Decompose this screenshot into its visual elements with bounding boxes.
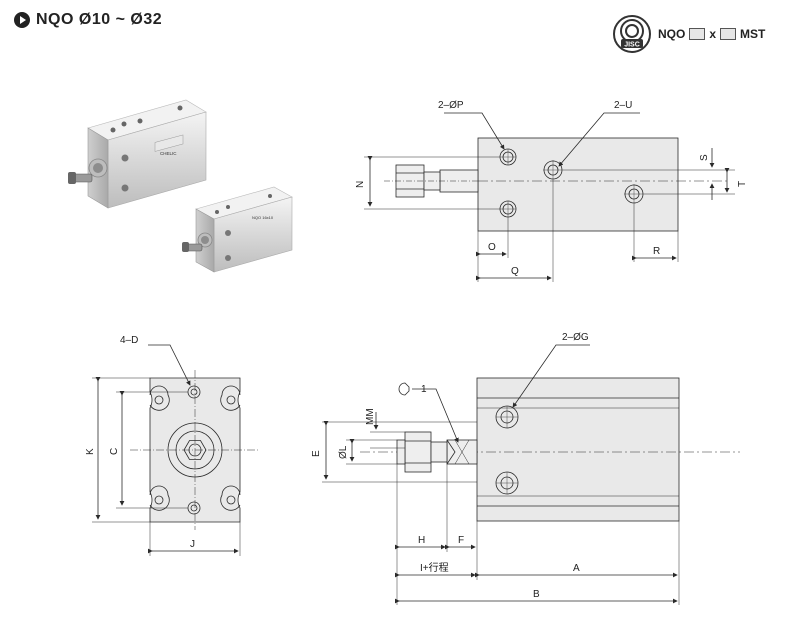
photo-label-small: NQO 16x10: [252, 215, 274, 220]
order-box-1: [689, 28, 706, 40]
jisc-logo-icon: JISC: [613, 15, 651, 53]
dim-q: Q: [511, 266, 519, 277]
dim-o: O: [488, 242, 496, 253]
dim-c: C: [109, 448, 120, 455]
dim-n: N: [355, 181, 366, 188]
dim-l: ØL: [338, 445, 349, 459]
dim-h: H: [418, 535, 425, 546]
cylinder-photo-large: CHELIC: [68, 99, 207, 209]
order-sep: x: [709, 27, 717, 41]
page-title: NQO Ø10 ~ Ø32: [14, 9, 162, 31]
dim-e: E: [311, 450, 322, 457]
cylinder-photo-small: NQO 16x10: [182, 186, 293, 273]
label-holes-g: 2–ØG: [562, 332, 589, 343]
photo-label-large: CHELIC: [160, 151, 177, 156]
label-holes-u: 2–U: [614, 100, 632, 111]
dim-k: K: [85, 448, 96, 455]
label-holes-d: 4–D: [120, 335, 138, 346]
wrench-icon: [398, 382, 410, 396]
dim-b: B: [533, 589, 540, 600]
dim-f: F: [458, 535, 464, 546]
title-text: NQO Ø10 ~ Ø32: [36, 11, 163, 28]
play-icon: [14, 12, 30, 28]
top-view-drawing: [364, 112, 735, 282]
dim-a: A: [573, 563, 580, 574]
label-holes-p: 2–ØP: [438, 100, 464, 111]
dim-j: J: [190, 539, 195, 550]
label-wrench: 1: [421, 384, 427, 395]
order-part2: MST: [740, 27, 766, 41]
order-part1: NQO: [658, 27, 686, 41]
dim-t: T: [737, 181, 748, 187]
dim-mm: MM: [365, 408, 376, 425]
order-code: JISC NQO x MST: [612, 14, 765, 54]
end-view-drawing: [92, 344, 260, 556]
dim-i: I+行程: [420, 561, 449, 574]
order-box-2: [720, 28, 737, 40]
side-view-drawing: [322, 344, 740, 605]
dim-r: R: [653, 246, 660, 257]
logo-text: JISC: [624, 42, 640, 49]
dim-s: S: [699, 154, 710, 161]
